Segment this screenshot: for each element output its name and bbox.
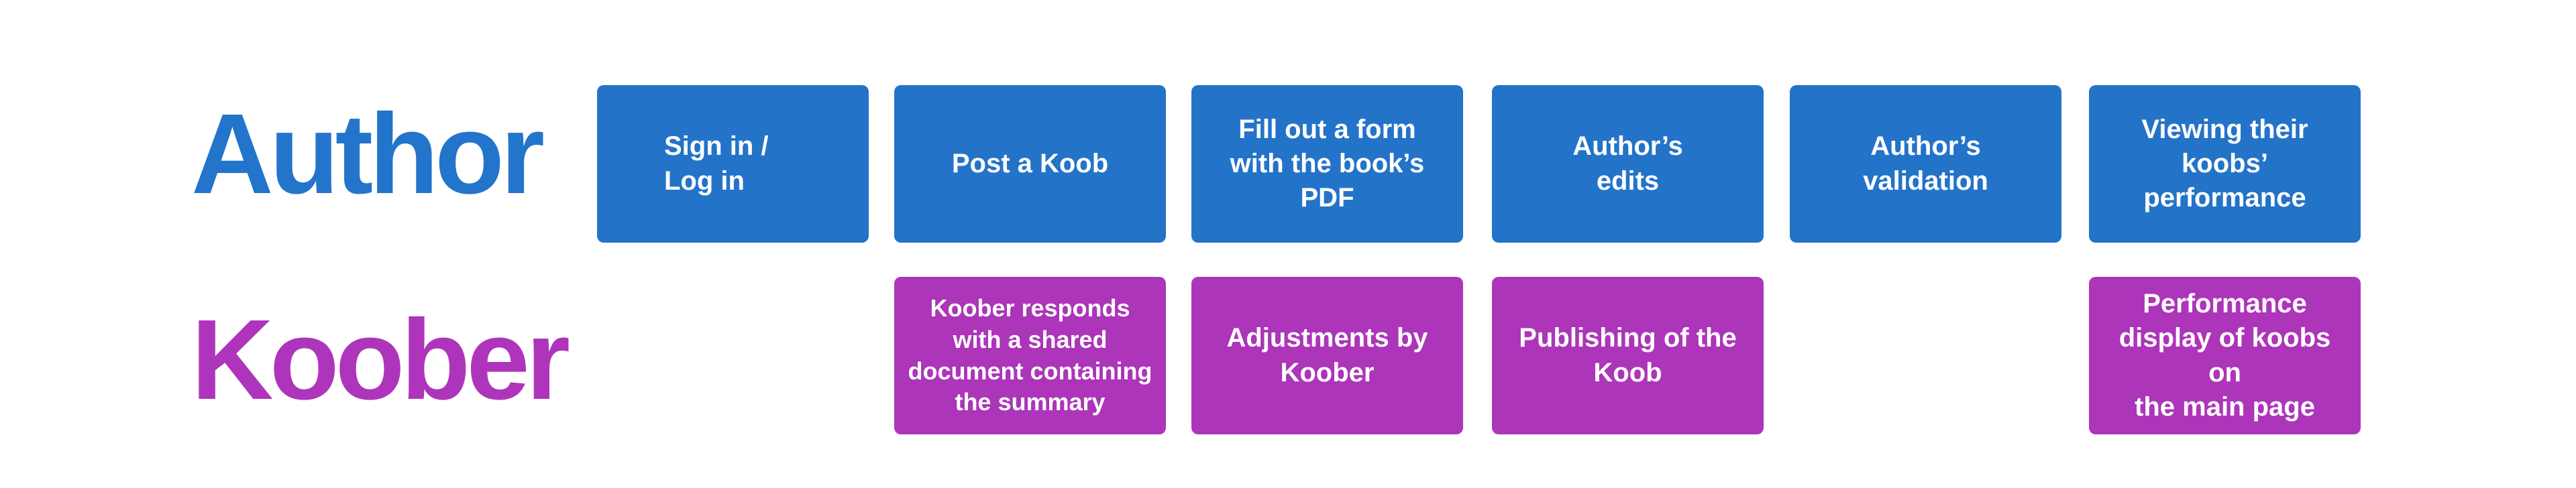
koober-step-publishing: Publishing of the Koob	[1492, 277, 1764, 434]
author-step-validation: Author’s validation	[1790, 85, 2061, 243]
author-step-sign-in: Sign in / Log in	[597, 85, 869, 243]
author-step-post-koob: Post a Koob	[894, 85, 1166, 243]
koober-step-adjustments: Adjustments by Koober	[1191, 277, 1463, 434]
author-step-fill-form: Fill out a form with the book’s PDF	[1191, 85, 1463, 243]
author-lane-label: Author	[191, 90, 545, 218]
koober-step-responds-summary: Koober responds with a shared document c…	[894, 277, 1166, 434]
author-step-viewing-performance: Viewing their koobs’ performance	[2089, 85, 2361, 243]
koober-step-performance-display: Performance display of koobs on the main…	[2089, 277, 2361, 434]
koober-lane-label: Koober	[191, 296, 570, 424]
author-step-edits: Author’s edits	[1492, 85, 1764, 243]
